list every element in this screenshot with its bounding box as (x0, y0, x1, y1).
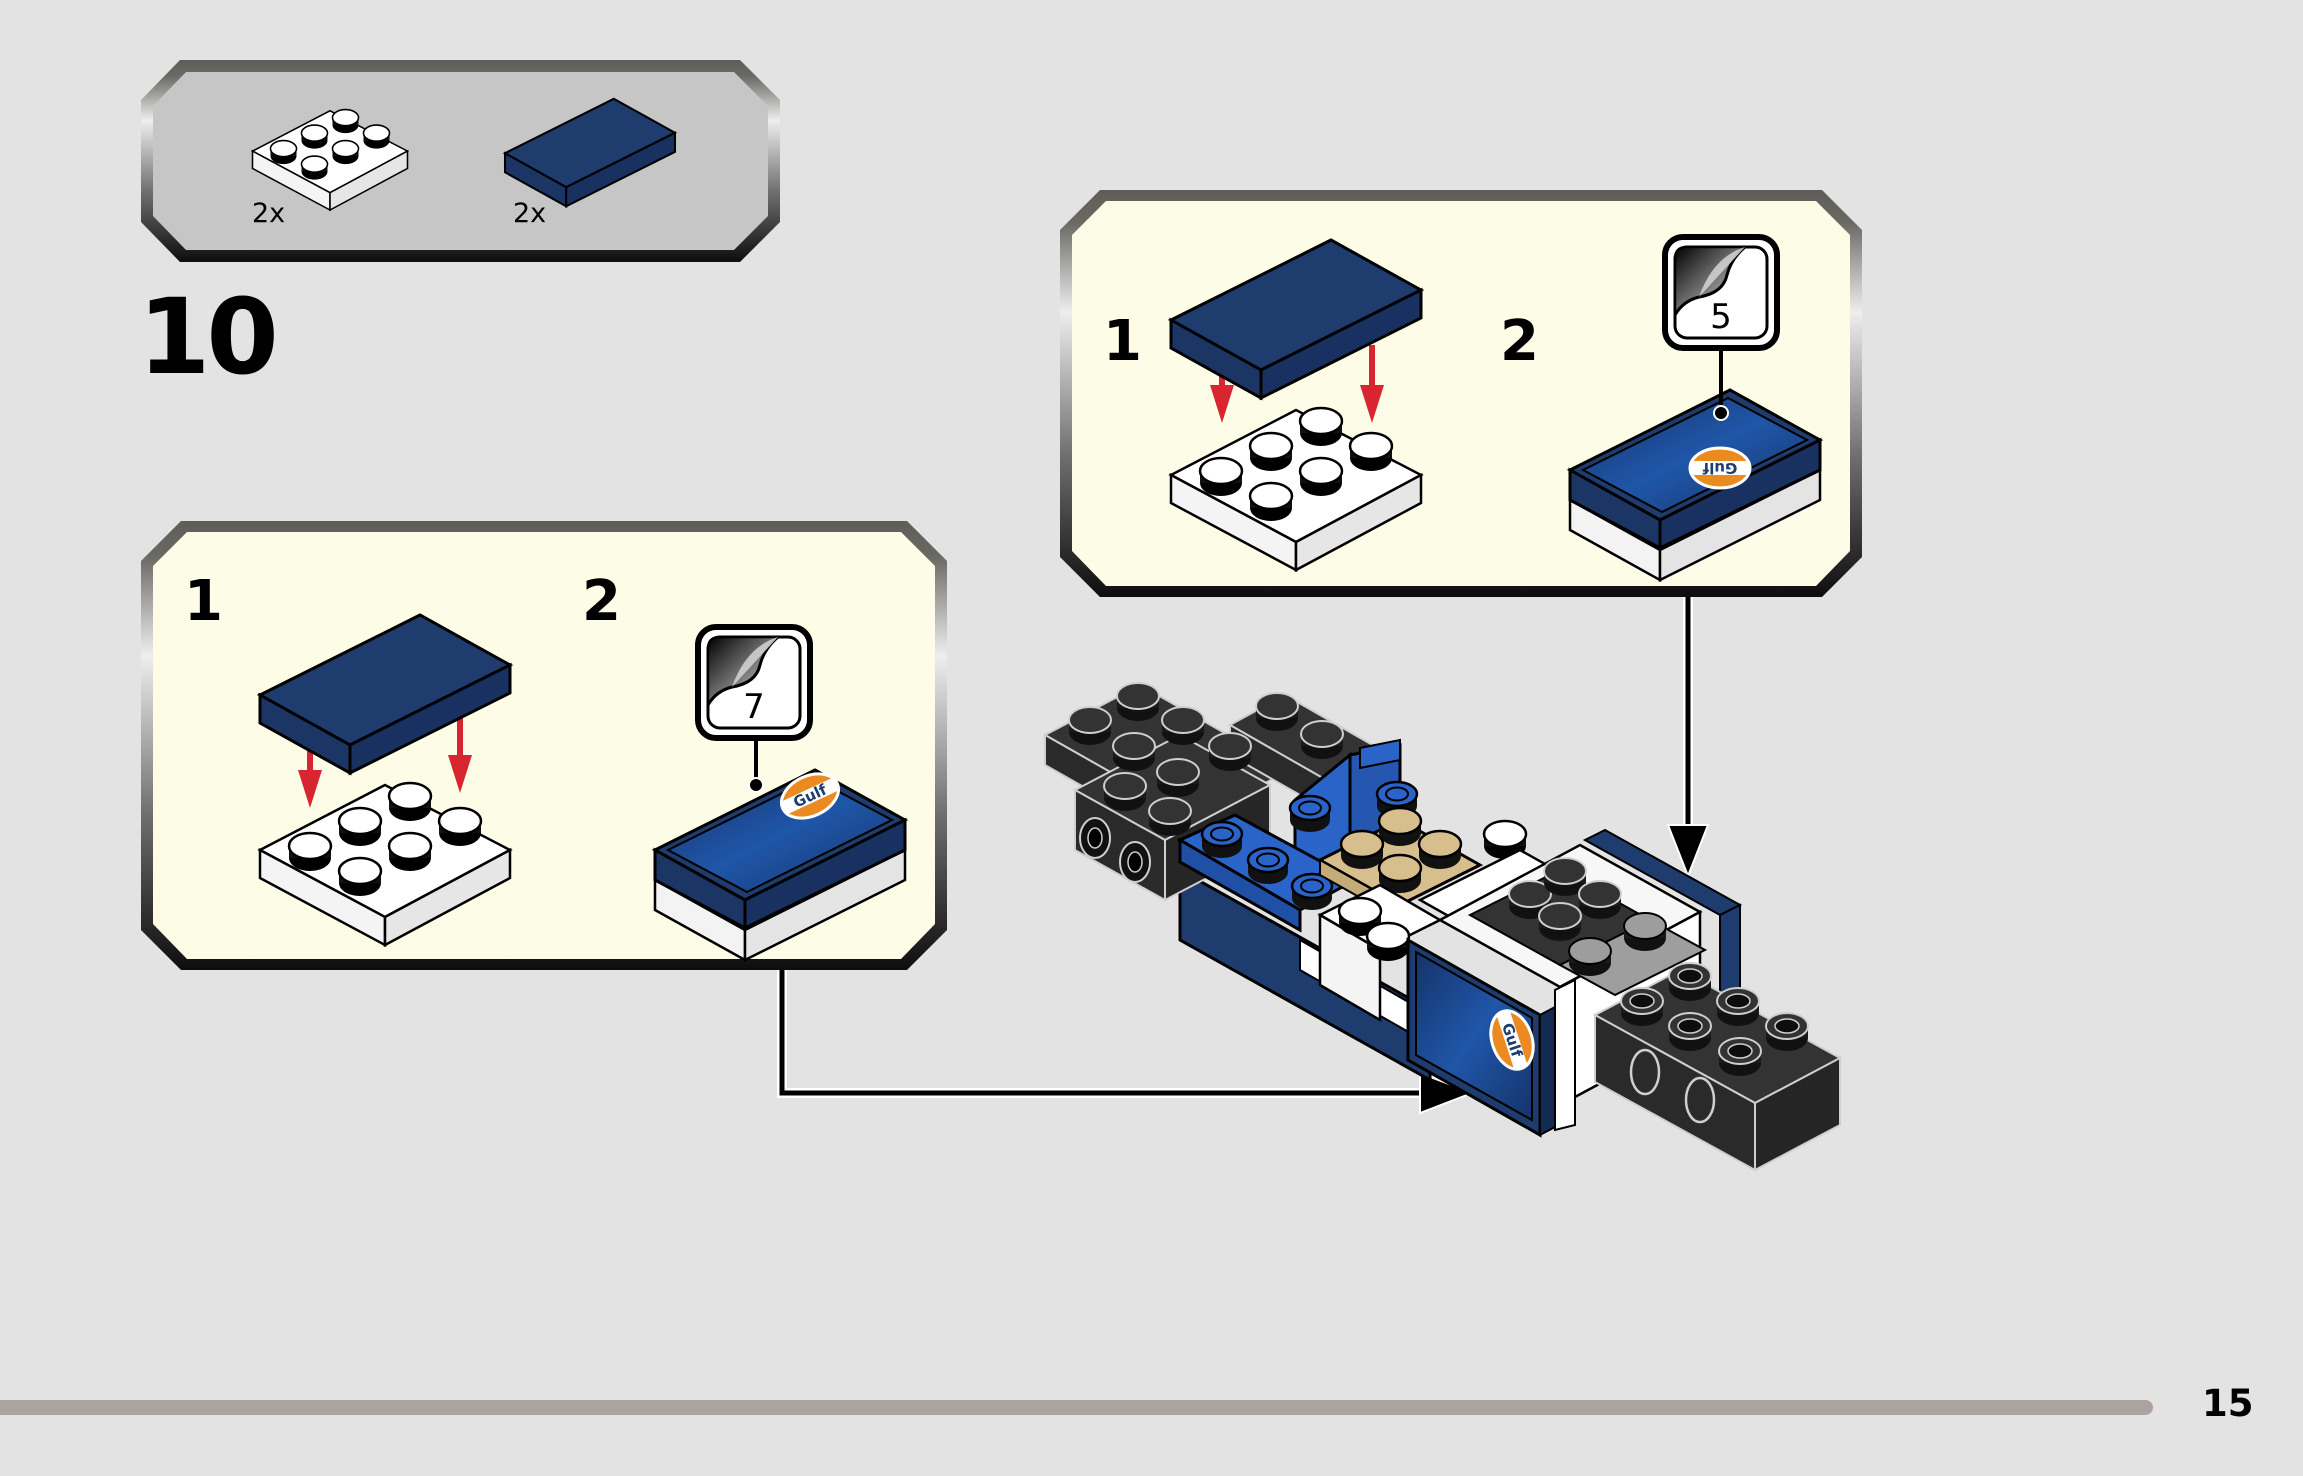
left-callout: 1 2 (141, 521, 947, 970)
gulf-logo-icon (1688, 446, 1752, 490)
main-model-assembly (1042, 682, 1843, 1172)
left-substep-1-label: 1 (184, 569, 223, 634)
step-number: 10 (138, 276, 279, 398)
front-stickered-tile (1406, 937, 1556, 1138)
page-number: 15 (2202, 1382, 2254, 1425)
right-substep-1-label: 1 (1103, 309, 1142, 374)
right-callout: 1 2 (1060, 190, 1862, 597)
right-substep-2-label: 2 (1500, 309, 1539, 374)
connector-right-to-model (1666, 597, 1710, 879)
sticker-number-5: 5 (1710, 297, 1732, 337)
right-substep-2-illustration: 5 (1568, 237, 1822, 582)
page-progress-bar (0, 1400, 2153, 1415)
left-substep-2-label: 2 (582, 569, 621, 634)
sticker-7-icon: 7 (698, 627, 810, 738)
parts-list-panel: 2x 2x (141, 60, 780, 262)
arrow-down-icon (1666, 824, 1710, 879)
left-substep-2-illustration: 7 (653, 627, 907, 962)
blue-plate (1176, 780, 1419, 933)
dark-gray-plate (1467, 857, 1708, 997)
sticker-number-7: 7 (743, 687, 765, 727)
front-technic-brick (1592, 962, 1843, 1172)
part-quantity-white-plate: 2x (252, 198, 285, 229)
part-quantity-blue-tile: 2x (513, 198, 546, 229)
sticker-5-icon: 5 (1665, 237, 1777, 348)
